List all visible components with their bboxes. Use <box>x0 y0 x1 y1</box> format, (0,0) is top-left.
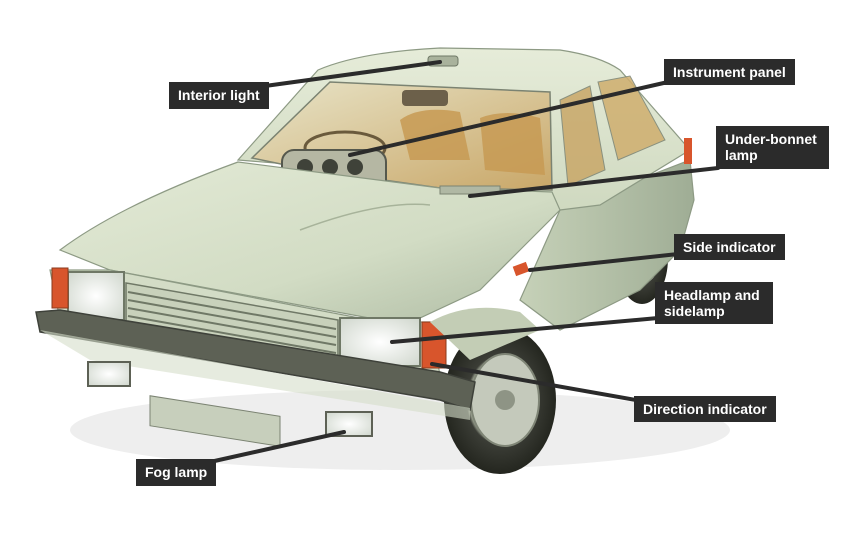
grille <box>125 282 339 359</box>
car-seats <box>400 109 545 175</box>
bonnet <box>58 161 561 321</box>
right-fog-lamp <box>325 411 373 437</box>
label-instrument-panel: Instrument panel <box>664 59 795 85</box>
leader-instrument-panel <box>348 80 670 157</box>
rear-view-mirror <box>402 90 448 106</box>
number-plate <box>149 395 281 447</box>
side-window-rear <box>597 75 666 161</box>
leader-interior-light <box>263 60 442 88</box>
leader-fog-lamp <box>208 430 346 464</box>
car-side-panel <box>519 159 695 331</box>
label-side-indicator: Side indicator <box>674 234 785 260</box>
left-fog-lamp <box>87 361 131 387</box>
label-direction-indicator: Direction indicator <box>634 396 776 422</box>
side-indicator <box>512 261 530 277</box>
front-wheel <box>444 326 556 474</box>
leader-lines <box>208 60 720 464</box>
leader-headlamp <box>390 316 660 344</box>
label-headlamp-sidelamp: Headlamp and sidelamp <box>655 282 773 324</box>
label-fog-lamp: Fog lamp <box>136 459 217 486</box>
leader-under-bonnet-lamp <box>468 166 720 198</box>
left-indicator <box>51 267 69 309</box>
rear-side-light <box>684 138 692 164</box>
side-window-front <box>559 85 606 187</box>
leader-direction-indicator <box>430 362 638 402</box>
label-interior-light: Interior light <box>169 82 269 109</box>
label-under-bonnet-lamp: Under-bonnet lamp <box>716 126 829 169</box>
leader-side-indicator <box>528 252 680 272</box>
